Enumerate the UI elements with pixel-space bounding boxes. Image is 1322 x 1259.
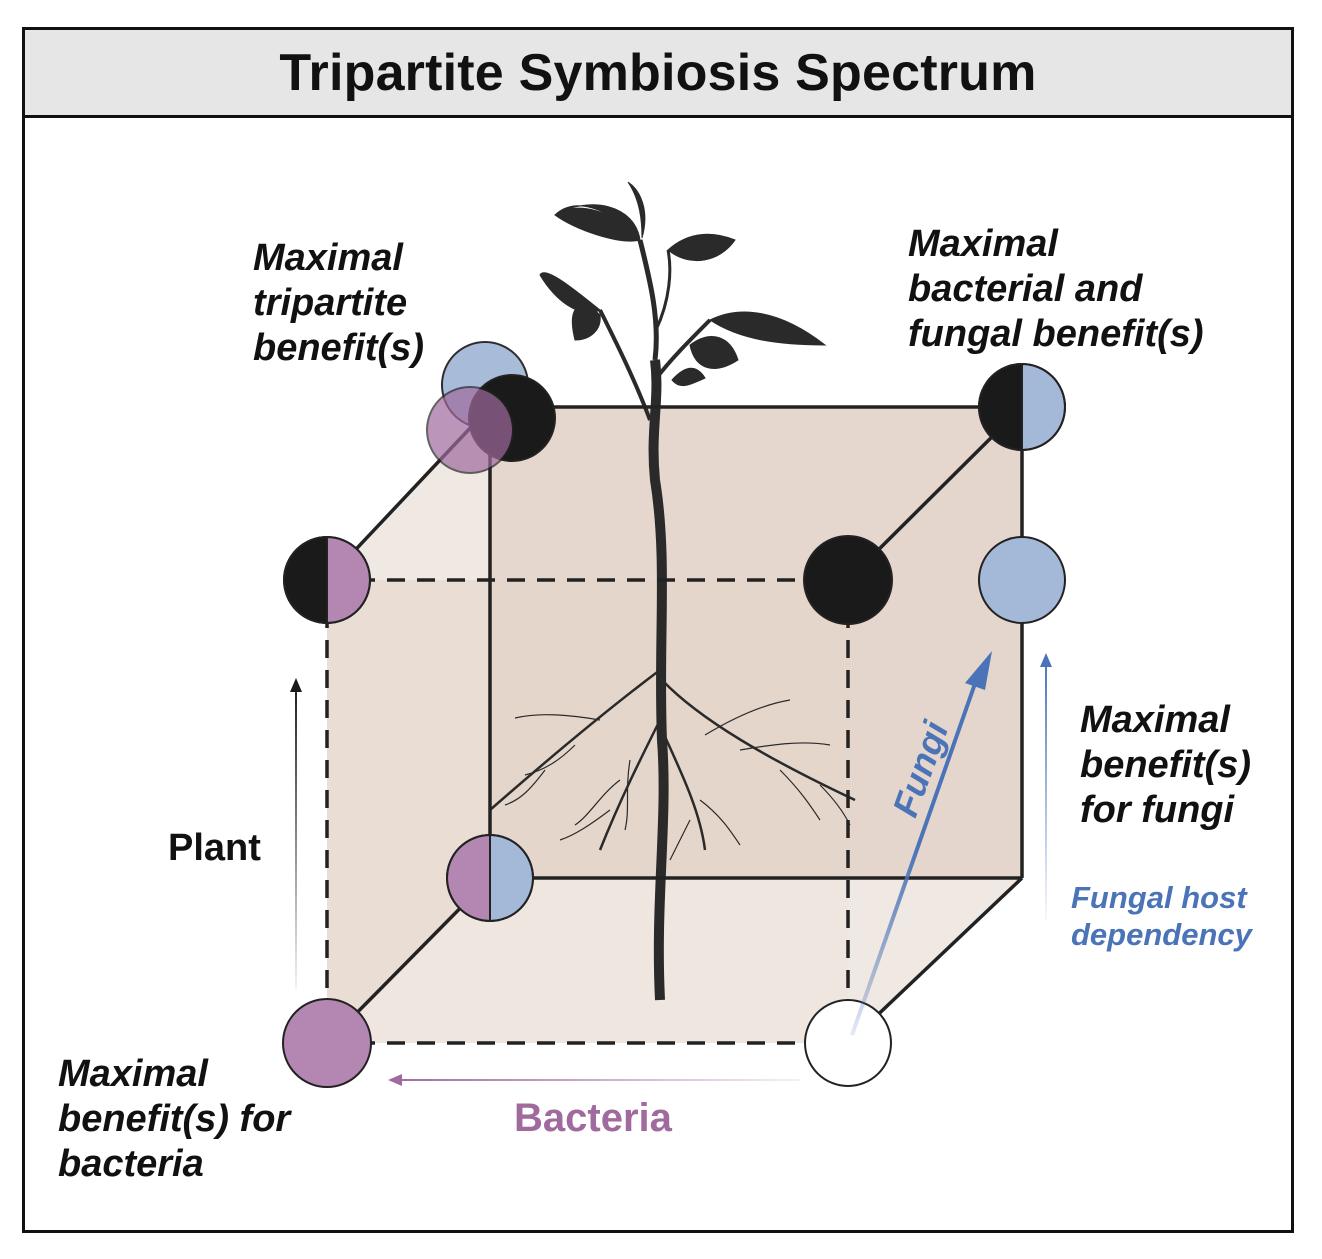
label-line: dependency	[1071, 916, 1252, 952]
label-fungal-host-dependency: Fungal host dependency	[1071, 880, 1252, 953]
axis-arrows	[290, 651, 1052, 1086]
label-line: tripartite	[253, 281, 408, 324]
label-maximal-bacteria: Maximal benefit(s) for bacteria	[58, 1052, 290, 1186]
label-line: Maximal	[58, 1053, 208, 1095]
label-maximal-tripartite: Maximal tripartite benefit(s)	[253, 236, 424, 370]
node-tripartite	[426, 341, 556, 474]
node-plant-bacteria	[283, 535, 371, 625]
label-line: fungal benefit(s)	[908, 312, 1204, 355]
node-plant	[803, 535, 893, 625]
label-line: Maximal	[253, 237, 403, 279]
node-bacteria-fungi	[446, 833, 534, 923]
label-maximal-fungi: Maximal benefit(s) for fungi	[1080, 698, 1251, 832]
label-line: for fungi	[1080, 788, 1235, 831]
plant-icon	[489, 181, 856, 1001]
plant-arrow	[290, 678, 302, 990]
cube-right-face	[848, 407, 1022, 1043]
axis-label-bacteria: Bacteria	[514, 1096, 672, 1140]
page-title: Tripartite Symbiosis Spectrum	[279, 43, 1037, 102]
label-line: Maximal	[1080, 699, 1230, 741]
label-line: bacterial and	[908, 267, 1143, 310]
cube-front-face	[327, 580, 848, 1043]
node-bacteria	[282, 998, 372, 1088]
label-maximal-bacterial-fungal: Maximal bacterial and fungal benefit(s)	[908, 222, 1204, 356]
node-fungi	[978, 536, 1066, 624]
label-line: Fungal host	[1071, 880, 1247, 915]
cube-nodes	[282, 341, 1066, 1088]
label-line: benefit(s)	[1080, 743, 1251, 786]
axis-label-plant: Plant	[168, 827, 261, 869]
bacteria-arrow	[388, 1074, 800, 1086]
node-bacterial-fungal	[978, 362, 1066, 452]
fungal-host-arrow	[1040, 653, 1052, 920]
label-line: benefit(s)	[253, 326, 424, 369]
fungi-arrow	[850, 651, 992, 1036]
node-origin	[804, 999, 892, 1087]
title-bar: Tripartite Symbiosis Spectrum	[25, 30, 1291, 118]
label-line: Maximal	[908, 223, 1058, 265]
label-line: bacteria	[58, 1142, 204, 1185]
label-line: benefit(s) for	[58, 1097, 291, 1140]
